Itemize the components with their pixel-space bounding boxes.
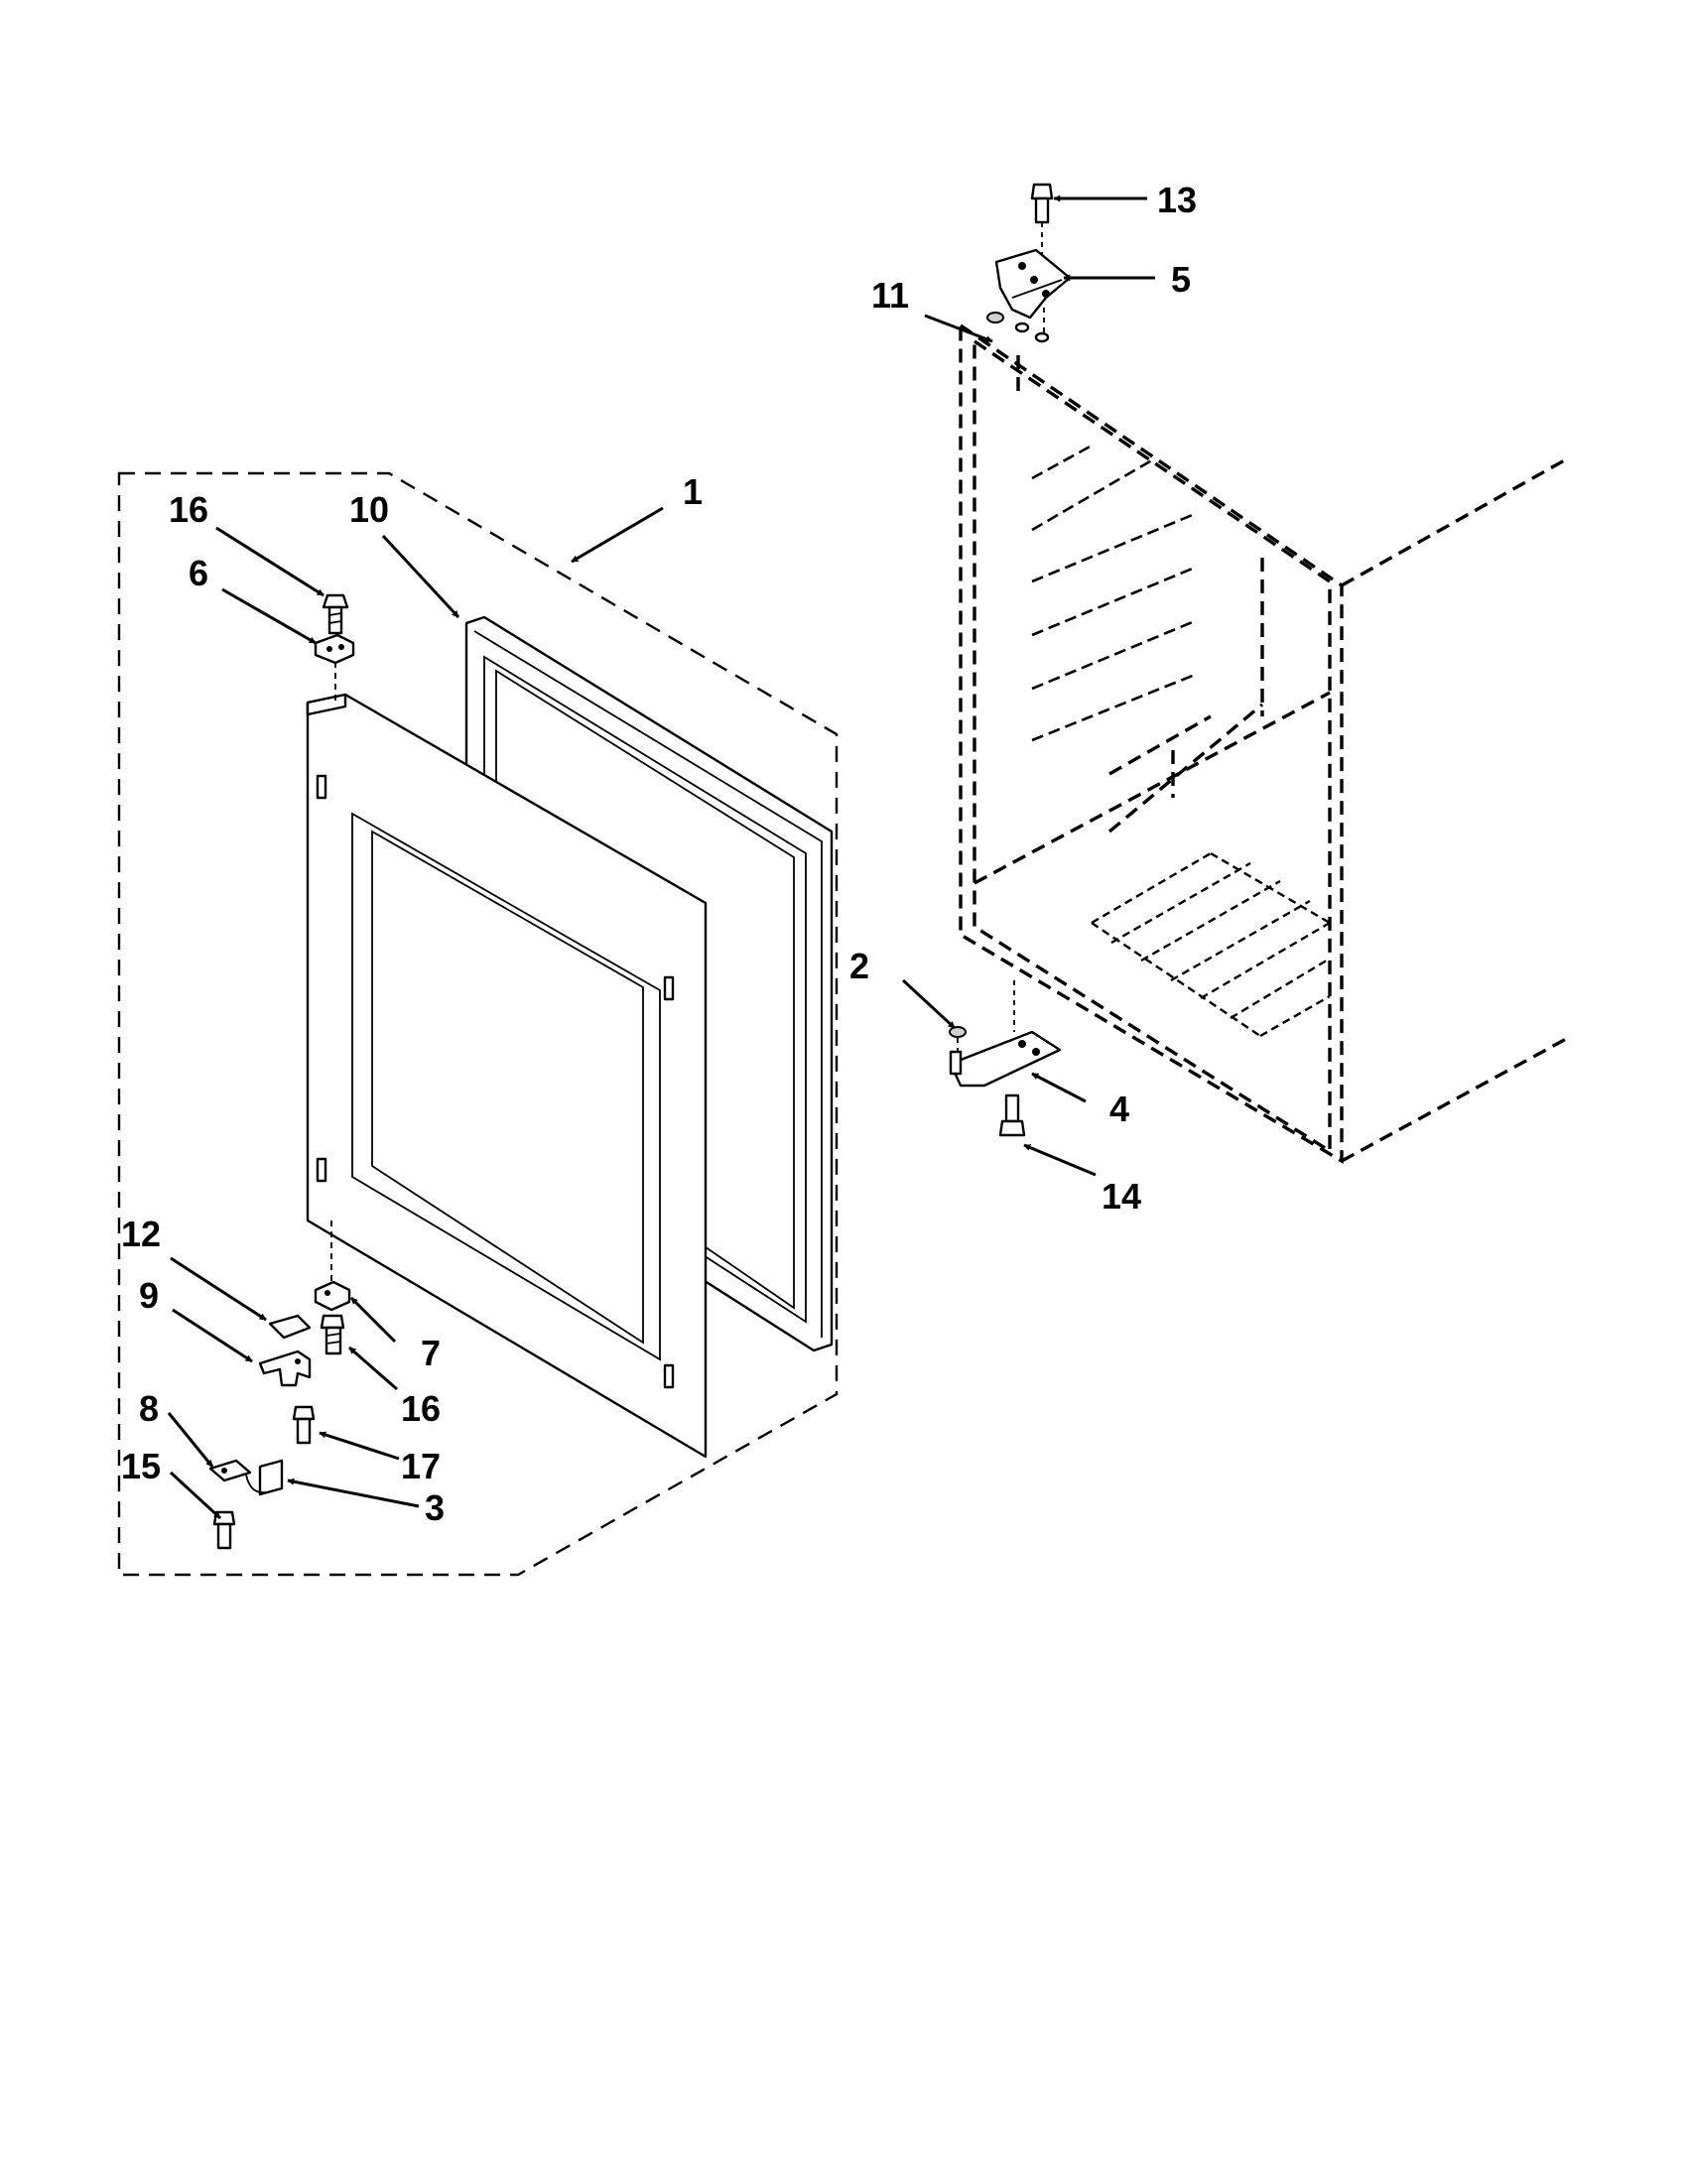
callout-12: 12 — [121, 1214, 161, 1254]
callout-8: 8 — [139, 1388, 159, 1429]
hinge-cover — [268, 1314, 312, 1340]
bracket-screw — [292, 1405, 316, 1445]
callout-6: 6 — [189, 553, 208, 593]
callout-1: 1 — [683, 471, 703, 512]
callout-labels: 1 2 3 4 5 6 7 8 9 10 11 12 13 14 15 16 1… — [121, 180, 1197, 1528]
callout-9: 9 — [139, 1275, 159, 1316]
callout-15: 15 — [121, 1446, 161, 1486]
hinge-hole-plug — [986, 312, 1050, 343]
callout-16-bottom: 16 — [401, 1388, 441, 1429]
hinge-bracket — [258, 1349, 312, 1387]
bottom-hinge-screw — [320, 1314, 345, 1355]
cabinet-bottom-hinge — [949, 980, 1062, 1088]
top-door-hinge — [314, 633, 355, 665]
callout-10: 10 — [349, 489, 389, 530]
callout-2: 2 — [849, 946, 869, 986]
door-stop-bracket — [245, 1459, 284, 1496]
callout-4: 4 — [1109, 1089, 1129, 1129]
callout-13: 13 — [1157, 180, 1197, 220]
door-stop-plate — [208, 1459, 252, 1482]
door-frame — [306, 645, 708, 1459]
stop-screw — [212, 1510, 236, 1550]
door-assembly-boundary — [117, 471, 839, 1577]
leader-lines — [167, 194, 1155, 1520]
callout-7: 7 — [421, 1333, 441, 1373]
callout-5: 5 — [1171, 259, 1191, 300]
cabinet-top-hinge — [994, 248, 1072, 333]
callout-11: 11 — [871, 275, 909, 316]
cabinet — [959, 321, 1569, 1164]
bottom-door-hinge — [314, 1220, 351, 1312]
cabinet-top-hinge-screw — [1030, 183, 1054, 254]
callout-3: 3 — [425, 1487, 445, 1528]
callout-16-top: 16 — [169, 489, 208, 530]
callout-17: 17 — [401, 1446, 441, 1486]
cabinet-bottom-hinge-screw — [998, 1093, 1026, 1137]
callout-14: 14 — [1102, 1176, 1141, 1217]
top-hinge-screw — [322, 593, 349, 635]
